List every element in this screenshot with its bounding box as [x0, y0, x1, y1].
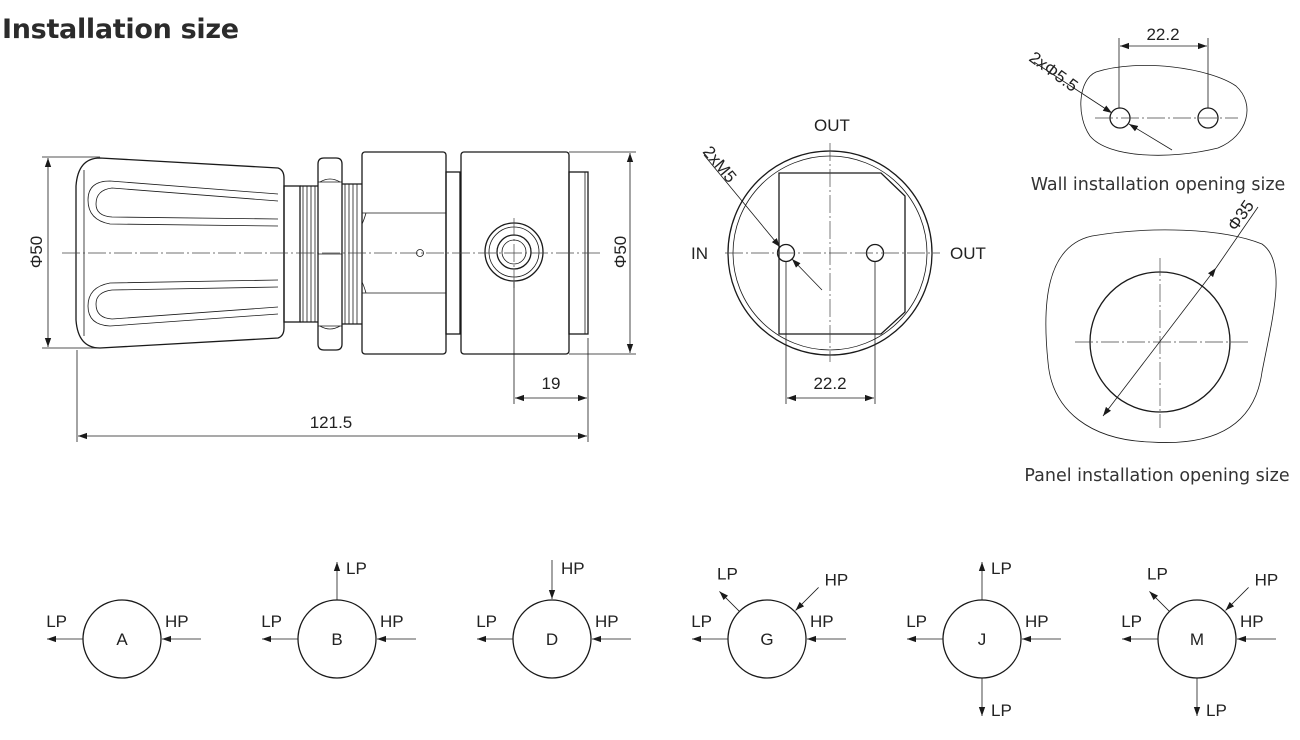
config-code: J — [978, 630, 987, 649]
knob-outline — [75, 157, 285, 349]
top-right-port-label: HP — [1255, 570, 1279, 589]
side-dimensions: Φ50 Φ50 19 121.5 — [27, 151, 636, 442]
left-port-label: LP — [261, 612, 282, 631]
top-left-port-label: LP — [1147, 564, 1168, 583]
left-port-label: LP — [46, 612, 67, 631]
config-code: B — [331, 630, 342, 649]
thread-collar — [283, 185, 301, 323]
bottom-port-label: LP — [1206, 701, 1227, 720]
panel-opening: Φ35 Panel installation opening size — [1024, 197, 1289, 486]
diameter-right-label: Φ50 — [611, 236, 630, 268]
top-right-port-arrow — [1225, 587, 1249, 611]
right-port-label: HP — [1025, 612, 1049, 631]
right-port-label: HP — [810, 612, 834, 631]
config-code: A — [116, 630, 128, 649]
top-left-port-label: LP — [717, 564, 738, 583]
right-port-label: HP — [1240, 612, 1264, 631]
left-port-label: LP — [476, 612, 497, 631]
front-flat-plate — [778, 172, 906, 335]
top-left-port-arrow — [719, 591, 740, 612]
length-total-label: 121.5 — [310, 413, 353, 432]
top-port-label: LP — [991, 559, 1012, 578]
wall-opening: 22.2 2xΦ5.5 Wall installation opening si… — [1026, 25, 1286, 195]
right-port-label: HP — [595, 612, 619, 631]
front-hole-spacing-label: 22.2 — [813, 374, 846, 393]
right-port-label: HP — [380, 612, 404, 631]
right-port-label: HP — [165, 612, 189, 631]
top-port-label: HP — [561, 559, 585, 578]
top-right-port-label: HP — [825, 570, 849, 589]
bottom-port-label: LP — [991, 701, 1012, 720]
page-title: Installation size — [2, 14, 239, 45]
knob-groove-lower — [87, 279, 279, 327]
top-right-port-arrow — [795, 587, 819, 611]
port-offset-label: 19 — [542, 374, 561, 393]
config-code: M — [1190, 630, 1204, 649]
front-view: 22.2 2xM5 OUT IN OUT — [691, 116, 986, 404]
front-port-left-label: IN — [691, 244, 708, 263]
thread-callout-label: 2xM5 — [699, 142, 740, 186]
front-port-right-label: OUT — [950, 244, 986, 263]
left-port-label: LP — [691, 612, 712, 631]
panel-diameter-label: Φ35 — [1224, 197, 1258, 235]
panel-outline — [1045, 229, 1277, 443]
port-configurations: A LP HP B LP HP LP D LP HP HP G LP HP LP HP J LP HP LP LP M LP… — [46, 559, 1278, 720]
wall-caption: Wall installation opening size — [1031, 175, 1286, 195]
diameter-left-label: Φ50 — [27, 236, 46, 268]
left-port-label: LP — [906, 612, 927, 631]
front-port-top-label: OUT — [814, 116, 850, 135]
wall-hole-callout-label: 2xΦ5.5 — [1026, 48, 1082, 96]
wall-hole-spacing-label: 22.2 — [1146, 25, 1179, 44]
knob-groove-upper — [87, 180, 279, 227]
config-code: D — [546, 630, 558, 649]
top-left-port-arrow — [1149, 591, 1170, 612]
top-port-label: LP — [346, 559, 367, 578]
side-view — [62, 151, 600, 355]
panel-caption: Panel installation opening size — [1024, 466, 1289, 486]
wall-outline — [1080, 65, 1248, 156]
config-code: G — [760, 630, 773, 649]
left-port-label: LP — [1121, 612, 1142, 631]
hex-nut — [317, 157, 343, 351]
